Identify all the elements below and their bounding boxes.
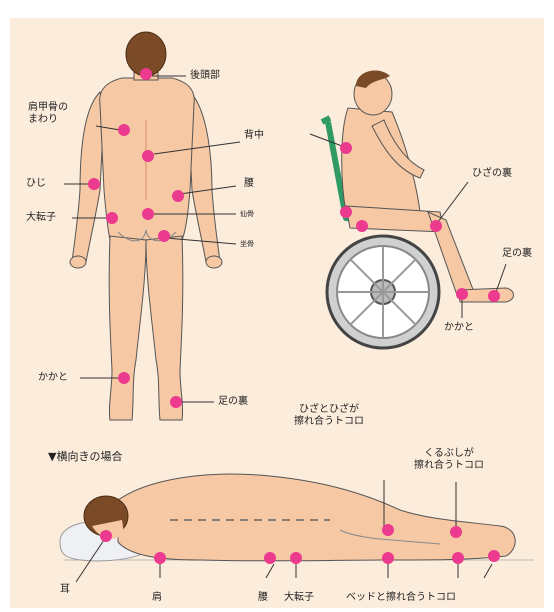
label-knee-back: ひざの裏 [472,168,512,180]
marker-ischium [158,230,170,242]
marker-occiput [140,68,152,80]
label-scapula-area: 肩甲骨の まわり [28,102,68,126]
label-waist-lying: 腰 [258,592,268,604]
label-elbow: ひじ [26,178,46,190]
marker-wheelchair-ischium [356,220,368,232]
marker-back [142,150,154,162]
label-waist: 腰 [244,178,254,190]
marker-heel-standing [118,372,130,384]
marker-elbow [88,178,100,190]
marker-ankles [450,526,462,538]
wheelchair-handle [322,118,330,122]
left-hand [70,256,86,268]
label-occiput: 後頭部 [190,70,220,82]
wheel-spokes [337,246,429,338]
label-heel-standing: かかと [38,372,68,384]
label-sole-standing: 足の裏 [218,396,248,408]
label-ear: 耳 [60,584,70,596]
label-sacrum: 仙骨 [240,210,254,219]
marker-trochanter [106,212,118,224]
label-sole-wheelchair: 足の裏 [502,248,532,260]
marker-shoulder [154,552,166,564]
marker-scapula [118,124,130,136]
marker-foot-lying [488,550,500,562]
label-shoulder: 肩 [152,592,162,604]
marker-ear [100,530,112,542]
label-greater-trochanter: 大転子 [26,212,56,224]
marker-knees [382,524,394,536]
label-back: 背中 [244,130,264,142]
marker-sole-wheelchair [488,290,500,302]
label-heel-wheelchair: かかと [444,322,474,334]
marker-knee-back [430,220,442,232]
marker-waist-lying [264,552,276,564]
marker-heel-wheelchair [456,288,468,300]
marker-sole-standing [170,396,182,408]
marker-wheelchair-back [340,142,352,154]
label-ischium: 坐骨 [240,240,254,249]
label-knees-rub: ひざとひざが 擦れ合うトコロ [294,404,364,428]
marker-bed-ankle [452,552,464,564]
label-bed-rub: ベッドと擦れ合うトコロ [346,592,456,604]
label-ankles-rub: くるぶしが 擦れ合うトコロ [414,448,484,472]
marker-trochanter-lying [290,552,302,564]
side-lying-heading: ▼横向きの場合 [48,448,122,464]
marker-bed-knee [382,552,394,564]
marker-sacrum [142,208,154,220]
right-hand [206,256,222,268]
marker-waist [172,190,184,202]
marker-wheelchair-sacrum [340,206,352,218]
label-greater-trochanter-lying: 大転子 [284,592,314,604]
